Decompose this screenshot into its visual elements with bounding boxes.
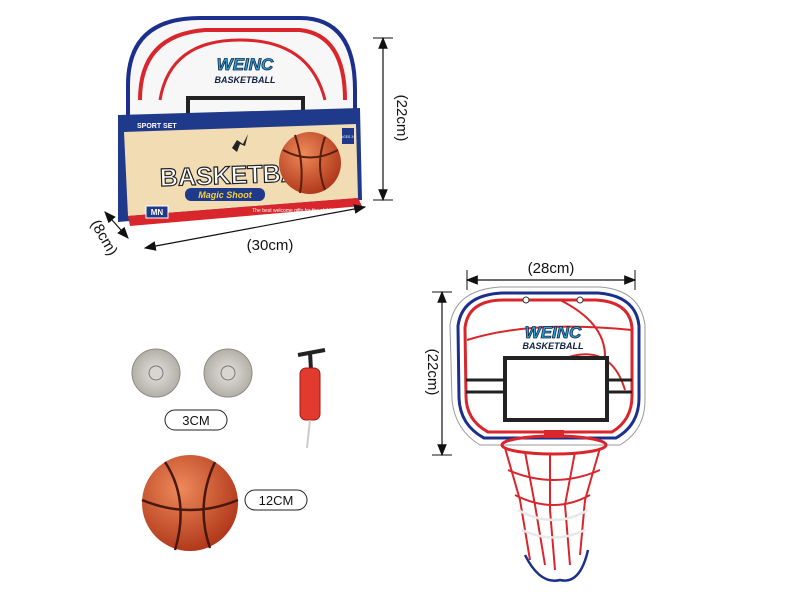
package-tagline: The best welcome gifts for the children — [252, 208, 338, 214]
maker-badge: MN — [151, 208, 164, 217]
svg-text:BASKETBALL: BASKETBALL — [523, 341, 584, 351]
package-brand-logo: WEINC BASKETBALL — [215, 55, 276, 85]
board-brand-logo: WEINC BASKETBALL — [523, 323, 584, 351]
package-ball-icon — [279, 132, 341, 194]
svg-text:WEINC: WEINC — [525, 323, 582, 342]
ball-size-pill — [244, 489, 308, 511]
package-box: WEINC BASKETBALL SPORT SET BASKETBALL Ma… — [118, 16, 362, 226]
package-height-label: (22cm) — [393, 95, 410, 142]
age-badge: AGES 3+ — [341, 135, 356, 139]
cup-size-label: 3CM — [182, 413, 209, 428]
suction-cup — [131, 348, 181, 398]
player-silhouette-icon — [232, 134, 248, 152]
backboard: WEINC BASKETBALL — [449, 286, 646, 446]
board-width-label: (28cm) — [528, 260, 575, 277]
package-depth-label: (8cm) — [87, 217, 121, 259]
ball-size-label: 12CM — [259, 493, 294, 508]
svg-text:WEINC: WEINC — [217, 55, 274, 74]
cup-size-pill — [164, 409, 228, 431]
suction-cup — [203, 348, 253, 398]
hoop-net — [500, 430, 608, 582]
pump-icon — [297, 348, 326, 449]
package-subtitle: Magic Shoot — [198, 190, 253, 200]
side-label: SPORT SET — [137, 123, 177, 130]
ball-icon — [141, 455, 239, 551]
package-width-label: (30cm) — [247, 237, 294, 254]
board-height-label: (22cm) — [424, 349, 441, 396]
svg-text:BASKETBALL: BASKETBALL — [215, 75, 276, 85]
